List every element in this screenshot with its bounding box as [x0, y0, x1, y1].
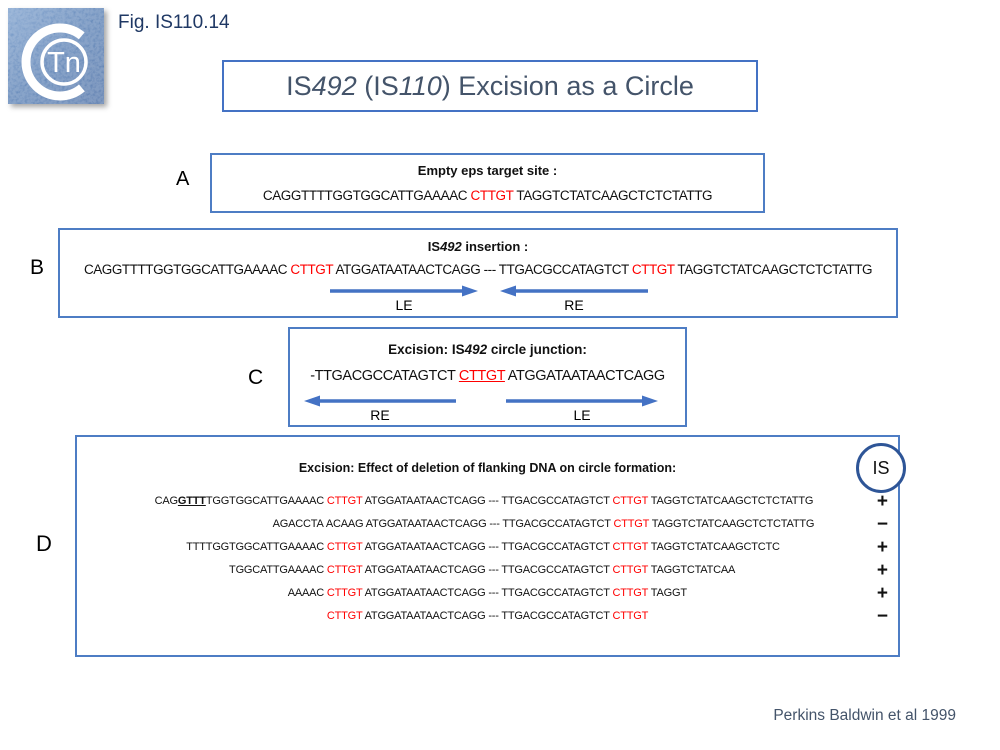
deletion-sequence-rows: CAGGTTTTGGTGGCATTGAAAAC CTTGT ATGGATAATA…	[77, 490, 898, 628]
tn-logo-icon: Tn	[8, 8, 104, 104]
panel-d-label: D	[36, 531, 52, 556]
sequence-row: CTTGT ATGGATAATAACTCAGG --- TTGACGCCATAG…	[326, 606, 888, 627]
panel-c-label: C	[248, 366, 264, 389]
tn-center-logo: Tn	[8, 8, 104, 104]
panel-c-heading: Excision: IS492 circle junction:	[388, 342, 587, 357]
circle-formation-result: +	[876, 491, 888, 512]
sequence-row: CAGGTTTTGGTGGCATTGAAAAC CTTGT ATGGATAATA…	[154, 491, 888, 512]
circle-formation-result: −	[876, 514, 888, 535]
sequence-row: TGGCATTGAAAAC CTTGT ATGGATAATAACTCAGG --…	[229, 560, 888, 581]
svg-text:Tn: Tn	[47, 47, 81, 79]
re-label: RE	[564, 297, 584, 313]
circle-formation-result: +	[876, 583, 888, 604]
re-left-arrow-icon	[304, 395, 456, 407]
citation: Perkins Baldwin et al 1999	[773, 707, 956, 724]
panel-d-deletion-analysis: Excision: Effect of deletion of flanking…	[75, 435, 906, 657]
title-text: IS492 (IS110) Excision as a Circle	[286, 70, 694, 101]
is-circle-badge: IS	[856, 443, 906, 493]
panel-b-heading: IS492 insertion :	[427, 239, 529, 254]
panel-b-sequence: CAGGTTTTGGTGGCATTGAAAAC CTTGT ATGGATAATA…	[83, 262, 873, 277]
is-circle-label: IS	[872, 457, 890, 478]
panel-a-heading: Empty eps target site :	[417, 163, 558, 178]
le-label: LE	[573, 407, 591, 423]
panel-a-empty-target-site: Empty eps target site : CAGGTTTTGGTGGCAT…	[210, 153, 765, 213]
panel-c-circle-junction: Excision: IS492 circle junction: -TTGACG…	[288, 327, 687, 427]
figure-number-label: Fig. IS110.14	[118, 12, 230, 33]
slide-title: IS492 (IS110) Excision as a Circle	[222, 60, 758, 112]
sequence-row: AGACCTA ACAAG ATGGATAATAACTCAGG --- TTGA…	[272, 514, 888, 535]
re-left-arrow-icon	[500, 285, 648, 297]
panel-b-insertion: IS492 insertion : CAGGTTTTGGTGGCATTGAAAA…	[58, 228, 898, 318]
panel-d-heading: Excision: Effect of deletion of flanking…	[298, 461, 677, 475]
le-right-arrow-icon	[506, 395, 658, 407]
le-label: LE	[395, 297, 413, 313]
panel-b-label: B	[30, 256, 45, 279]
re-label: RE	[370, 407, 390, 423]
sequence-row: TTTTGGTGGCATTGAAAAC CTTGT ATGGATAATAACTC…	[186, 537, 888, 558]
panel-a-sequence: CAGGTTTTGGTGGCATTGAAAAC CTTGT TAGGTCTATC…	[262, 188, 713, 203]
circle-formation-result: +	[876, 537, 888, 558]
panel-a-label: A	[176, 168, 190, 190]
le-right-arrow-icon	[330, 285, 478, 297]
sequence-row: AAAAC CTTGT ATGGATAATAACTCAGG --- TTGACG…	[287, 583, 888, 604]
circle-formation-result: +	[876, 560, 888, 581]
panel-c-sequence: -TTGACGCCATAGTCT CTTGT ATGGATAATAACTCAGG	[310, 368, 665, 384]
circle-formation-result: −	[876, 606, 888, 627]
